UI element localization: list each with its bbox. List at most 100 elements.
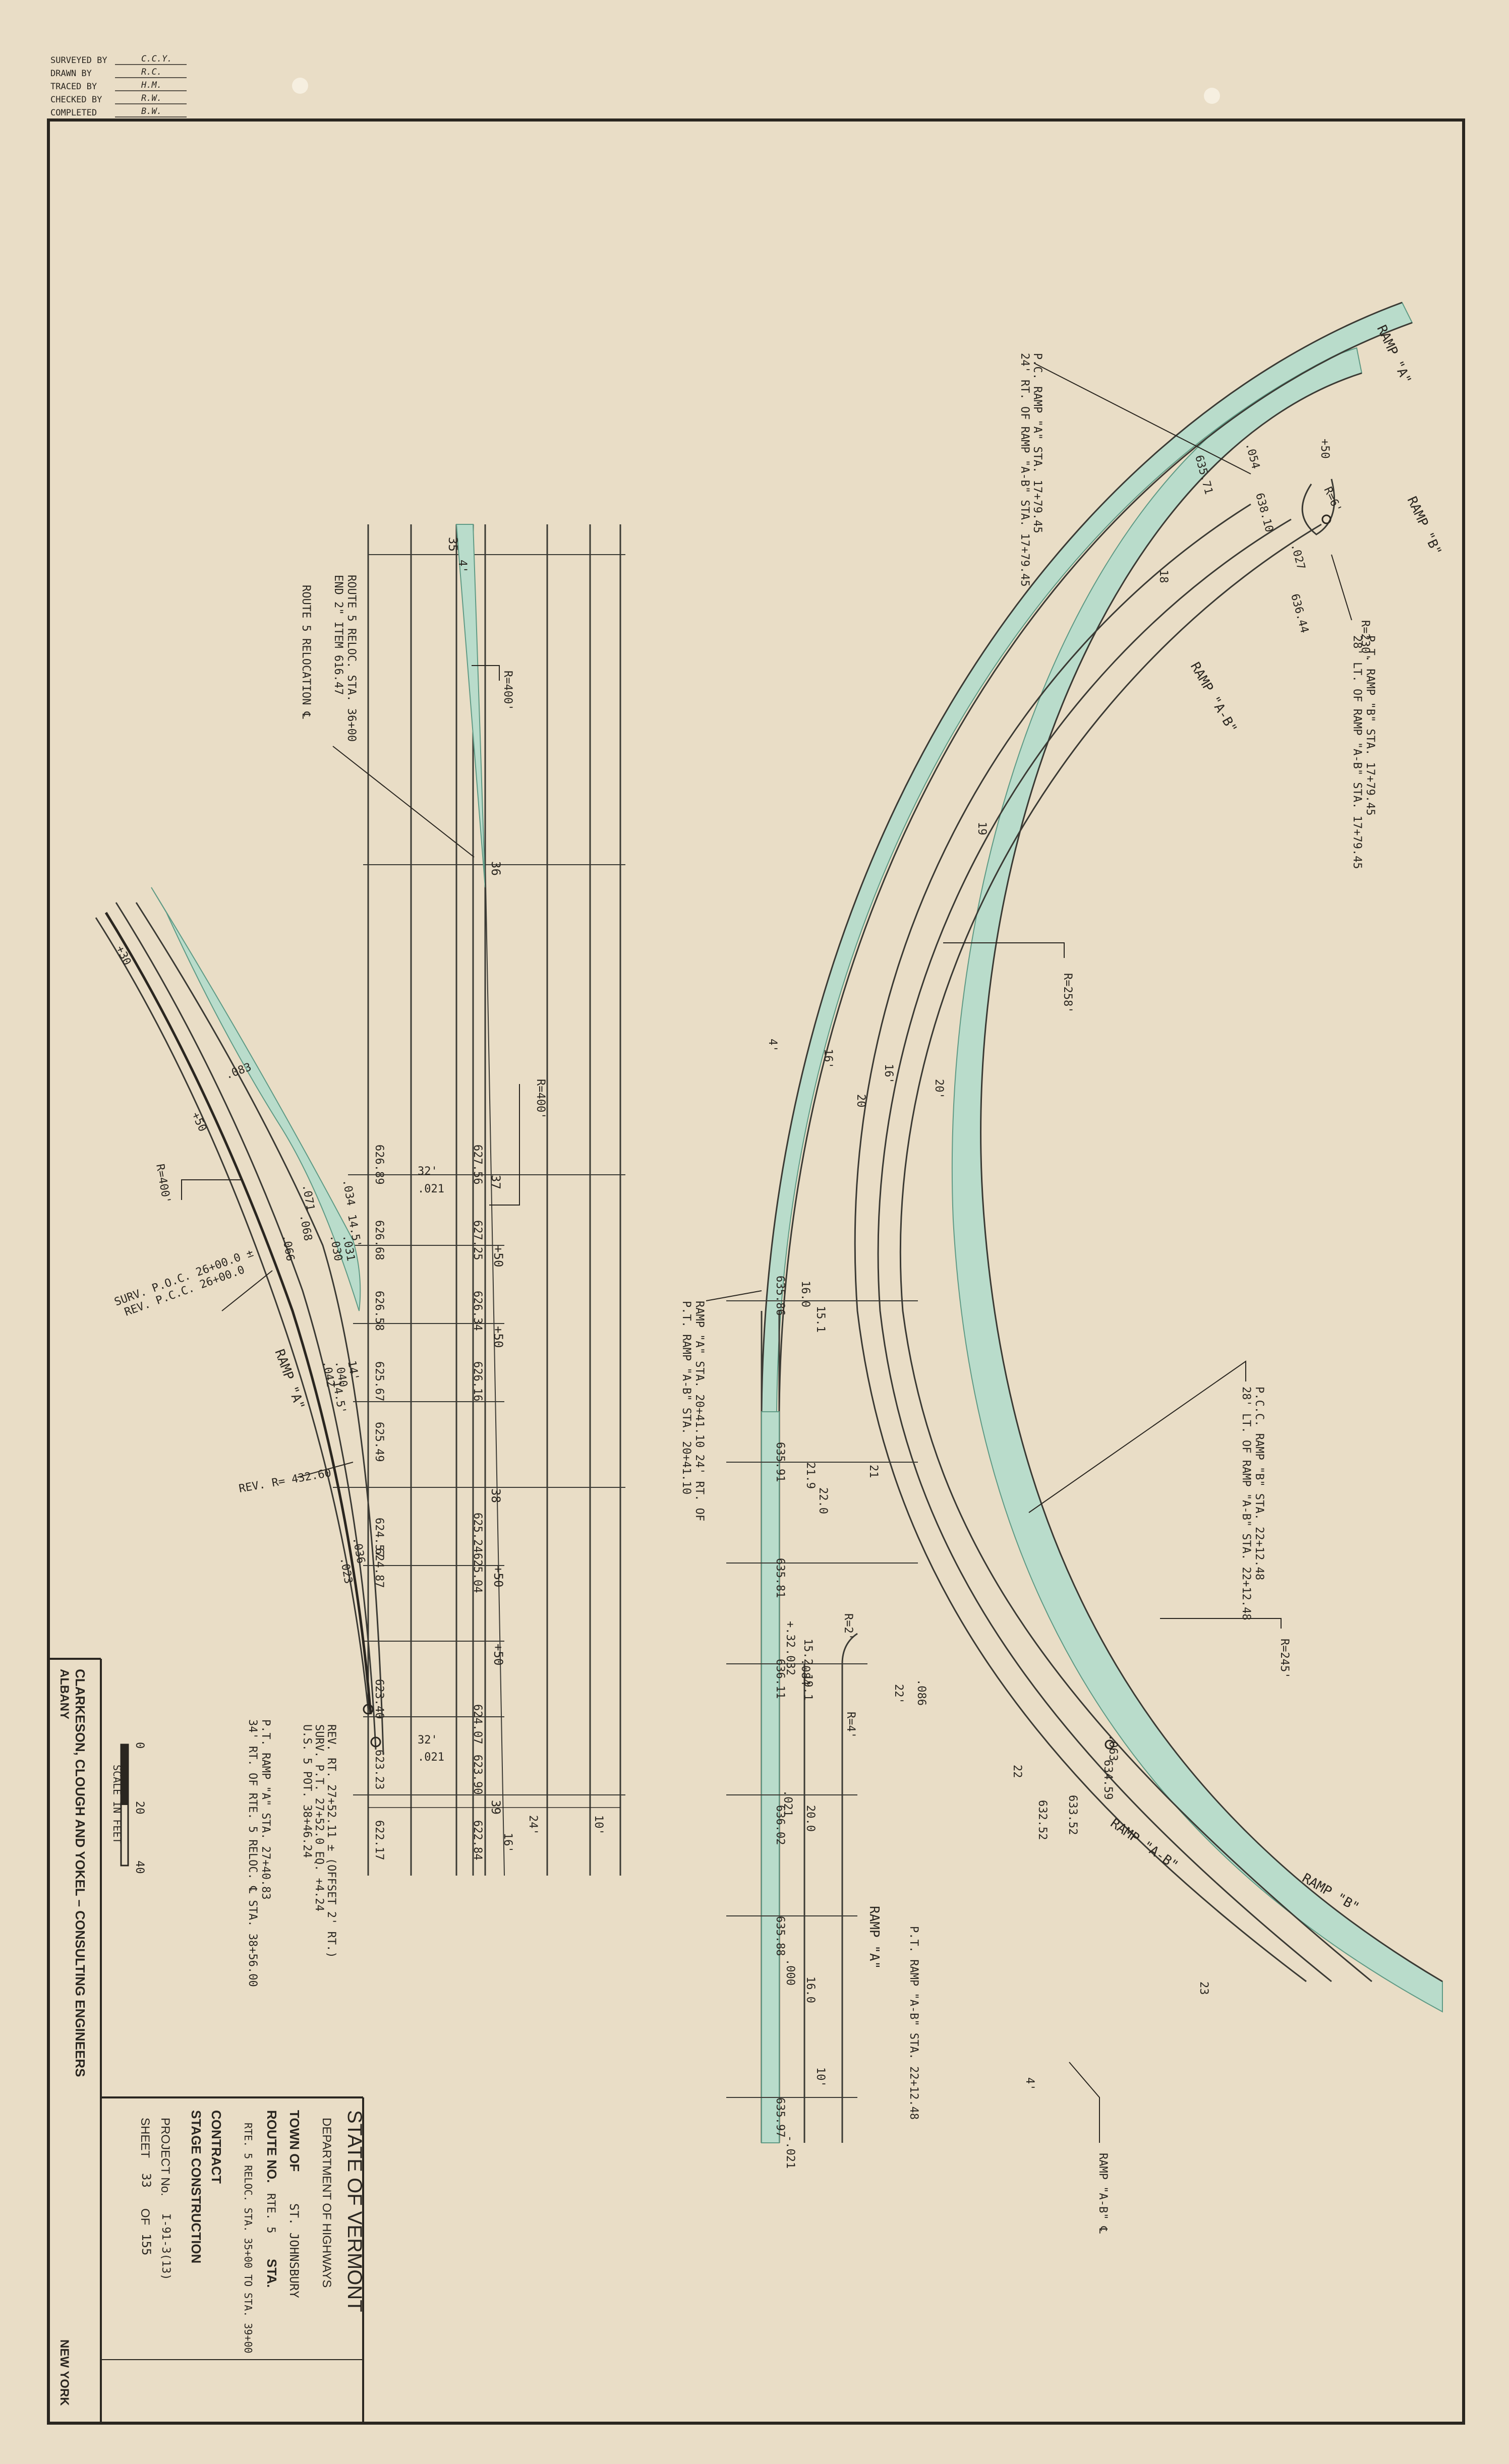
- slope: .021: [418, 1183, 444, 1195]
- elevation: 623.90: [471, 1755, 484, 1794]
- leader-line: [1033, 363, 1251, 474]
- width: 16.0: [804, 1976, 817, 2003]
- route5-notes: ROUTE 5 RELOC. STA. 36+00 END 2" ITEM 61…: [300, 575, 547, 1119]
- firm-city: ALBANY: [57, 1669, 71, 1719]
- elevation: 635.97: [774, 2097, 786, 2137]
- ramp-label: RAMP "A": [866, 1906, 882, 1969]
- radius-label: R=230': [1359, 620, 1371, 660]
- width: 15.2: [801, 1639, 814, 1665]
- project-value: I-91-3(13): [159, 2213, 172, 2280]
- station-label: +50: [491, 1245, 505, 1267]
- punch-hole: [1204, 88, 1220, 104]
- town-label: TOWN OF: [287, 2110, 302, 2172]
- elevation: 625.67: [373, 1361, 385, 1401]
- radius-label: R=400': [501, 671, 514, 710]
- dimension: 22': [892, 1684, 905, 1704]
- station-label: 37: [489, 1175, 503, 1189]
- station-label: +50: [491, 1326, 505, 1348]
- leader-line: [706, 1290, 762, 1301]
- pc-note: 24' RT. OF RAMP "A-B" STA. 17+79.45: [1018, 353, 1031, 587]
- scale-bar: 0 20 40 SCALE IN FEET: [111, 1742, 146, 1874]
- ramp-cl-label: RAMP "A-B" ℄: [1096, 2153, 1109, 2234]
- elevation: 624.57: [373, 1518, 385, 1557]
- contract-label: CONTRACT: [209, 2110, 224, 2184]
- elevation: 635.86: [774, 1276, 786, 1315]
- station-label: 18: [1157, 570, 1170, 583]
- scale-tick: 40: [133, 1860, 146, 1874]
- elevation: 625.04: [471, 1553, 484, 1593]
- route-label: ROUTE NO.: [264, 2110, 279, 2183]
- scale-tick: 20: [133, 1801, 146, 1815]
- dimension: 4': [766, 1039, 779, 1052]
- route5-end-item: END 2" ITEM 616.47: [332, 575, 344, 695]
- station-label: +50: [1318, 439, 1331, 459]
- signoff-block: SURVEYED BY C.C.Y. DRAWN BY R.C. TRACED …: [50, 54, 187, 118]
- of-value: 155: [139, 2234, 153, 2255]
- sheet-label: SHEET: [138, 2118, 152, 2158]
- slope: .063: [1107, 1734, 1119, 1761]
- elevation: 623.40: [373, 1679, 385, 1719]
- elevation: 636.11: [774, 1659, 786, 1699]
- leader-line: [1331, 554, 1352, 621]
- dimension: 16': [882, 1064, 895, 1084]
- width: 19.1: [801, 1674, 814, 1701]
- punch-hole: [292, 78, 308, 94]
- route5-end-note: ROUTE 5 RELOC. STA. 36+00: [345, 575, 358, 742]
- firm-city: NEW YORK: [57, 2339, 71, 2406]
- elevation: 626.68: [373, 1220, 385, 1260]
- elevation: 626.16: [471, 1361, 484, 1401]
- dimension: 10': [592, 1815, 605, 1835]
- leader-line: [181, 1179, 242, 1200]
- slope: .021: [781, 1790, 794, 1817]
- route5-lanes: [367, 524, 621, 1876]
- ramp-a-lines: [95, 902, 384, 1755]
- elevation: 635.81: [774, 1558, 786, 1598]
- slope: -.021: [784, 2135, 796, 2169]
- ramp-a-shoulder: [151, 887, 361, 1311]
- curve-point-marker: [1321, 514, 1331, 524]
- slope: .000: [784, 1959, 796, 1986]
- signoff-label: COMPLETED: [50, 108, 97, 118]
- elevation: 624.07: [471, 1704, 484, 1744]
- signoff-value: R.C.: [141, 67, 162, 77]
- station-label: +50: [491, 1644, 505, 1665]
- leader-line: [472, 665, 500, 681]
- route5-centerline: [485, 857, 505, 1876]
- leader-line: [1069, 2062, 1100, 2143]
- station-label: 22: [1011, 1765, 1023, 1778]
- taper-shoulder: [455, 524, 486, 888]
- route5-elevations: 626.89 627.56 627.25 626.68 626.58 626.3…: [373, 1145, 484, 1860]
- pc-note: P.C. RAMP "A" STA. 17+79.45: [1031, 353, 1043, 533]
- slope: +.32: [784, 1621, 796, 1648]
- pt-note: P.T. RAMP "B" STA. 17+79.45: [1364, 635, 1376, 816]
- route-value: RTE. 5: [264, 2193, 277, 2233]
- station-label: +50: [491, 1566, 505, 1587]
- title-block: STATE OF VERMONT DEPARTMENT OF HIGHWAYS …: [101, 2096, 366, 2423]
- elevation: 635.91: [774, 1442, 786, 1482]
- ramp-a-return: [841, 1633, 858, 1664]
- leader-line: [1028, 1360, 1246, 1513]
- pcc-note: 28' LT. OF RAMP "A-B" STA. 22+12.48: [1240, 1387, 1252, 1620]
- signoff-label: DRAWN BY: [50, 69, 92, 79]
- slope: .021: [418, 1751, 444, 1764]
- slope: .086: [915, 1679, 927, 1706]
- ramp-a-tangent-shoulder: [761, 1411, 780, 2143]
- signoff-label: SURVEYED BY: [50, 55, 107, 66]
- signoff-label: CHECKED BY: [50, 95, 102, 105]
- scale-label: SCALE IN FEET: [111, 1765, 123, 1844]
- leader-line: [489, 1084, 520, 1206]
- dimension: 24': [527, 1815, 539, 1835]
- ramp-a-pt-note: P.T. RAMP "A" STA. 27+40.83: [259, 1719, 272, 1900]
- elevation: 627.25: [471, 1220, 484, 1260]
- elevation: 626.34: [471, 1291, 484, 1331]
- pcc-note: P.C.C. RAMP "B" STA. 22+12.48: [1253, 1387, 1265, 1580]
- radius-label: R=4': [844, 1712, 857, 1738]
- station-label: 23: [1197, 1981, 1210, 1995]
- station-label: 19: [975, 822, 988, 835]
- survey-note: REV. RT. 27+52.11 ± (OFFSET 2' RT.): [325, 1724, 337, 1958]
- stage-label: STAGE CONSTRUCTION: [189, 2110, 204, 2263]
- signoff-value: B.W.: [141, 106, 162, 116]
- sta-note: P.T. RAMP "A-B" STA. 20+41.10: [680, 1301, 692, 1494]
- ramp-a-pt-marker: [370, 1736, 381, 1748]
